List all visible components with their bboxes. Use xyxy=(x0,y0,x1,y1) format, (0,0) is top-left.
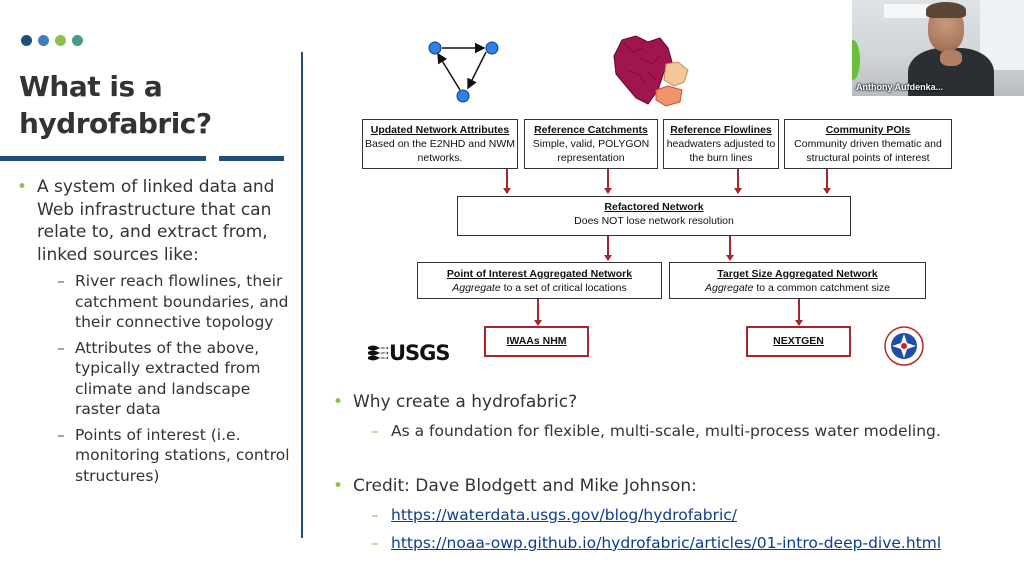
video-plant xyxy=(852,40,860,80)
title-underline-long xyxy=(0,156,206,161)
left-sub-item: Attributes of the above, typically extra… xyxy=(17,338,297,420)
slide-title: What is a hydrofabric? xyxy=(19,70,212,140)
box-body-rest: to a set of critical locations xyxy=(500,282,627,294)
box-body-em: Aggregate xyxy=(704,282,754,294)
link-item: https://noaa-owp.github.io/hydrofabric/a… xyxy=(333,533,1013,553)
arrow-down xyxy=(604,169,611,194)
box-body: Does NOT lose network resolution xyxy=(574,215,734,227)
box-title: Reference Catchments xyxy=(534,124,648,136)
left-sub-list: River reach flowlines, their catchment b… xyxy=(17,271,297,486)
poi-aggregated-network-box: Point of Interest Aggregated Network Agg… xyxy=(417,262,662,299)
topology-graph-icon xyxy=(428,41,499,103)
box-title: Point of Interest Aggregated Network xyxy=(446,268,633,280)
nextgen-box: NEXTGEN xyxy=(746,326,851,357)
catchment-map-icon xyxy=(613,35,689,107)
box-body-rest: to a common catchment size xyxy=(753,282,891,294)
box-title: Target Size Aggregated Network xyxy=(717,268,878,280)
arrow-down xyxy=(503,169,510,194)
left-bullet-list: A system of linked data and Web infrastr… xyxy=(17,176,297,491)
credit-bullet: Credit: Dave Blodgett and Mike Johnson: xyxy=(333,475,1013,497)
title-underline-short xyxy=(219,156,284,161)
decorative-dots xyxy=(21,35,83,46)
arrow-down xyxy=(726,236,733,261)
usgs-wave-icon xyxy=(368,345,388,361)
right-bullet-list: Why create a hydrofabric? As a foundatio… xyxy=(333,391,1013,553)
box-title: Community POIs xyxy=(825,124,911,136)
box-body: Aggregate to a common catchment size xyxy=(705,282,890,294)
why-sub-item: As a foundation for flexible, multi-scal… xyxy=(333,421,1013,441)
refactored-network-box: Refactored Network Does NOT lose network… xyxy=(457,196,851,236)
left-sub-item: Points of interest (i.e. monitoring stat… xyxy=(17,425,297,487)
dot-1 xyxy=(21,35,32,46)
box-body: Community driven thematic and structural… xyxy=(794,138,942,164)
arrow-down xyxy=(795,299,802,326)
arrow-down xyxy=(734,169,741,194)
link-item: https://waterdata.usgs.gov/blog/hydrofab… xyxy=(333,505,1013,525)
box-title: Reference Flowlines xyxy=(670,124,772,136)
participant-name-label: Anthony Aufdenka... xyxy=(856,82,944,92)
box-title: Refactored Network xyxy=(604,201,704,213)
usgs-logo: USGS xyxy=(368,341,451,365)
hydrofabric-article-link[interactable]: https://noaa-owp.github.io/hydrofabric/a… xyxy=(391,534,942,552)
video-ceiling-light xyxy=(884,4,936,18)
left-sub-item: River reach flowlines, their catchment b… xyxy=(17,271,297,333)
participant-video[interactable]: Anthony Aufdenka... xyxy=(852,0,1024,96)
why-bullet: Why create a hydrofabric? xyxy=(333,391,1013,413)
target-size-aggregated-network-box: Target Size Aggregated Network Aggregate… xyxy=(669,262,926,299)
box-title: Updated Network Attributes xyxy=(370,124,510,136)
hydrofabric-blog-link[interactable]: https://waterdata.usgs.gov/blog/hydrofab… xyxy=(391,506,738,524)
iwaas-nhm-box: IWAAs NHM xyxy=(484,326,589,357)
updated-network-attributes-box: Updated Network Attributes Based on the … xyxy=(362,119,518,169)
video-person-hair xyxy=(926,2,966,18)
vertical-divider xyxy=(301,52,303,538)
box-body: Simple, valid, POLYGON representation xyxy=(532,138,650,164)
box-body-em: Aggregate xyxy=(452,282,501,294)
box-body: Based on the E2NHD and NWM networks. xyxy=(365,138,515,164)
dot-3 xyxy=(55,35,66,46)
reference-catchments-box: Reference Catchments Simple, valid, POLY… xyxy=(524,119,658,169)
arrow-down xyxy=(534,299,541,326)
dot-4 xyxy=(72,35,83,46)
video-person-hand xyxy=(940,50,962,66)
dot-2 xyxy=(38,35,49,46)
nws-logo-icon xyxy=(884,326,924,366)
box-body: Aggregate to a set of critical locations xyxy=(452,282,627,294)
arrow-down xyxy=(604,236,611,261)
community-pois-box: Community POIs Community driven thematic… xyxy=(784,119,952,169)
box-body: headwaters adjusted to the burn lines xyxy=(666,138,776,164)
usgs-logo-text: USGS xyxy=(389,341,451,365)
reference-flowlines-box: Reference Flowlines headwaters adjusted … xyxy=(663,119,779,169)
arrow-down xyxy=(823,169,830,194)
left-main-bullet: A system of linked data and Web infrastr… xyxy=(17,176,297,266)
